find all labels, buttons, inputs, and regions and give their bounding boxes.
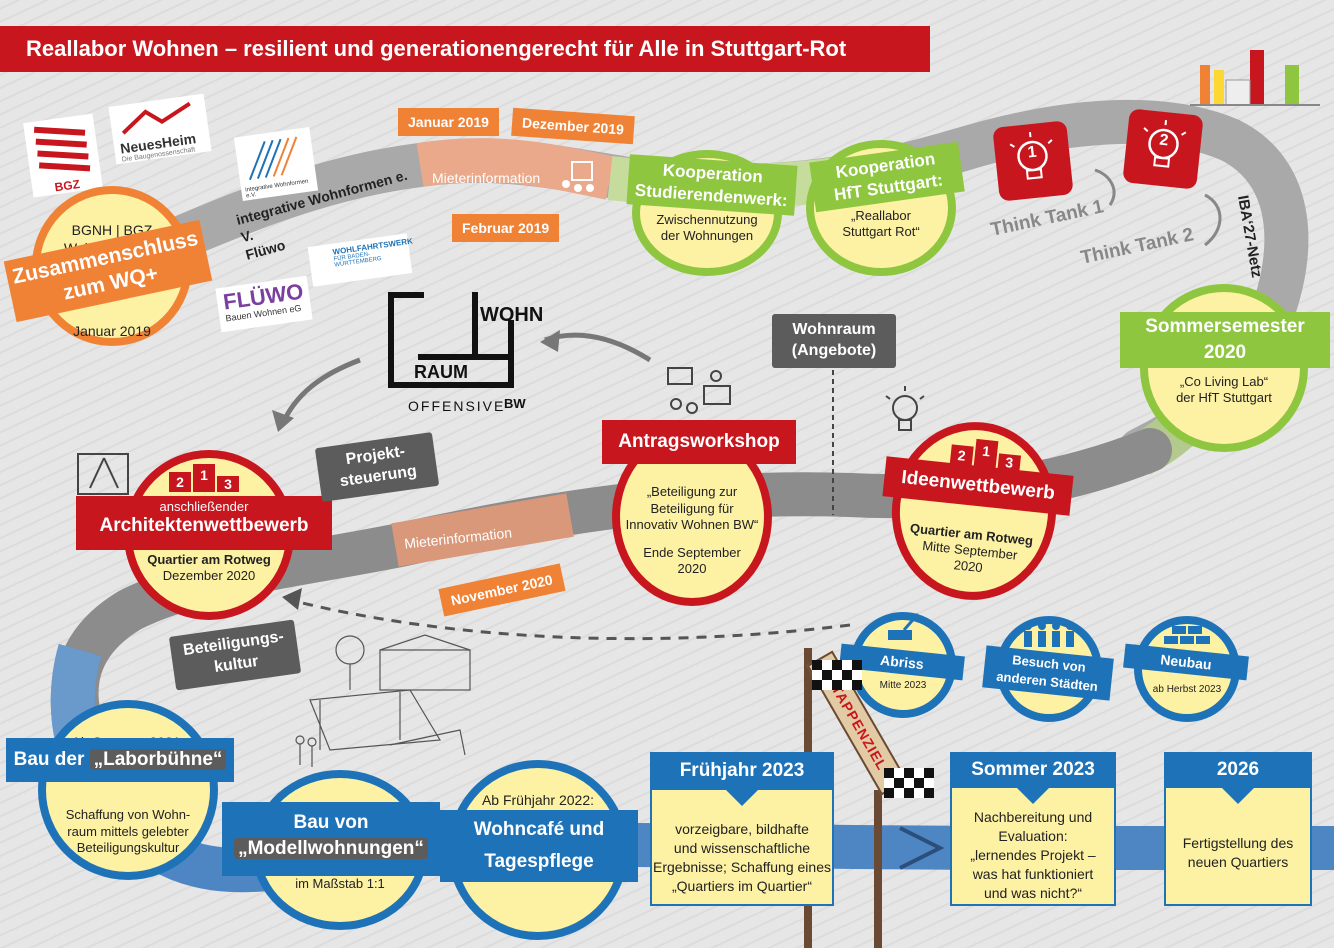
labor-banner-b: „Laborbühne“: [89, 749, 227, 770]
antrag-l2: Beteiligung für: [650, 500, 734, 516]
finish-post-right: [874, 790, 882, 948]
modell-banner-b: „Modellwohnungen“: [234, 838, 428, 859]
fruehjahr-l1: vorzeigbare, bildhafte: [675, 821, 809, 837]
neuesheim-logo: NeuesHeim Die Baugenossenschaft: [108, 93, 212, 165]
checkered-flag-2-icon: [884, 768, 934, 798]
ideen-l3: 2020: [953, 557, 984, 576]
sommer2023-l2: Evaluation:: [998, 827, 1068, 844]
fruehjahr-2023-card: vorzeigbare, bildhafte und wissenschaftl…: [650, 786, 834, 906]
wohncafe-banner-a: Wohncafé und: [473, 819, 605, 840]
wohncafe-banner: Wohncafé und Tagespflege: [440, 810, 638, 882]
sommer2020-text-b: der HfT Stuttgart: [1176, 389, 1272, 405]
idea-lightbulb-icon: [885, 386, 925, 431]
koop2-text-b: Stuttgart Rot“: [842, 223, 920, 239]
bgz-logo: BGZ: [23, 113, 103, 198]
y2026-head: 2026: [1164, 752, 1312, 788]
roof-icon: [121, 101, 191, 135]
labor-l1: Schaffung von Wohn-: [65, 807, 191, 823]
fruehjahr-2023-head: Frühjahr 2023: [650, 752, 834, 790]
fruehjahr-pointer: [726, 790, 758, 806]
antrag-l5: 2020: [677, 561, 707, 577]
modellwohnungen-banner: Bau von „Modellwohnungen“: [222, 802, 440, 876]
sommer-pointer: [1017, 788, 1049, 804]
lightbulb-1-icon: [1009, 132, 1053, 180]
presentation-icon: [562, 161, 594, 192]
laborbuehne-sketch: [295, 634, 471, 767]
fruehjahr-l2: und wissenschaftliche: [673, 839, 811, 856]
checkered-flag-icon: [812, 660, 862, 690]
start-date: Januar 2019: [73, 323, 151, 339]
architekt-l1: Quartier am Rotweg: [147, 551, 271, 567]
sommer-2023-card: Nachbereitung und Evaluation: „lernendes…: [950, 786, 1116, 906]
sommer2023-l5: und was nicht?“: [983, 884, 1083, 901]
lightbulb-2-icon: [1143, 120, 1187, 168]
ideen-podium-1: 1: [973, 438, 999, 470]
sommer2023-l3: „lernendes Projekt –: [970, 846, 1096, 863]
koop1-text-b: der Wohnungen: [660, 227, 754, 243]
koop1-text-a: Zwischennutzung: [656, 211, 758, 227]
sommer2020-banner-b: 2020: [1203, 342, 1247, 363]
antrag-l1: „Beteiligung zur: [646, 484, 738, 500]
modell-l1: im Maßstab 1:1: [295, 875, 385, 891]
workshop-icon: [667, 367, 731, 414]
fruehjahr-l4: „Quartiers im Quartier“: [671, 877, 813, 894]
mieterinfo1-label: Mieterinformation: [432, 170, 541, 186]
y2026-l1: Fertigstellung des: [1182, 835, 1294, 851]
y2026-card: Fertigstellung des neuen Quartiers: [1164, 786, 1312, 906]
architektenwettbewerb-banner: anschließender Architektenwettbewerb: [76, 496, 332, 550]
sommer2020-banner-a: Sommersemester: [1145, 316, 1305, 337]
wohnraum-text-offensive: OFFENSIVE: [408, 398, 506, 414]
sommer2023-l4: was hat funktioniert: [972, 865, 1094, 882]
architekt-podium-1: 1: [193, 464, 215, 492]
wohnraum-text-bw: BW: [504, 396, 526, 411]
integrative-logo: integrative Wohnformen e.V.: [233, 127, 319, 201]
labor-l2: raum mittels gelebter: [67, 823, 189, 839]
antrag-l4: Ende September: [643, 545, 741, 561]
y2026-l2: neuen Quartiers: [1187, 853, 1289, 870]
tag-februar-2019: Februar 2019: [452, 214, 560, 242]
wohnraum-angebote-tag: Wohnraum (Angebote): [772, 314, 896, 368]
page-title: Reallabor Wohnen – resilient und generat…: [0, 26, 930, 72]
laborbuehne-banner: Bau der „Laborbühne“: [6, 738, 234, 782]
wohnraum-angebote-b: (Angebote): [791, 341, 877, 359]
neubau-date: ab Herbst 2023: [1152, 683, 1222, 695]
wohnraum-text-raum: RAUM: [414, 362, 468, 382]
wohnraum-offensive-logo: WOHN RAUM OFFENSIVE BW: [388, 292, 543, 422]
modell-banner-a: Bau von: [293, 812, 369, 833]
architekt-l2: Dezember 2020: [162, 567, 256, 583]
y2026-pointer: [1222, 788, 1254, 804]
integrative-lines-icon: [249, 136, 298, 181]
excavator-icon: [888, 613, 920, 640]
sommer2023-l1: Nachbereitung und: [973, 809, 1093, 825]
architekt-podium-3: 3: [217, 476, 239, 492]
architekt-title: Architektenwettbewerb: [99, 515, 309, 536]
wohnraum-text-wohn: WOHN: [480, 304, 544, 326]
think-tank-1-icon: 1: [992, 120, 1074, 202]
bricks-icon: [1164, 626, 1210, 644]
antragsworkshop-banner: Antragsworkshop: [602, 420, 796, 464]
sommer2020-text-a: „Co Living Lab“: [1179, 373, 1269, 389]
abriss-date: Mitte 2023: [879, 679, 927, 691]
labor-banner-a: Bau der: [13, 749, 85, 770]
wohnraum-angebote-a: Wohnraum: [792, 321, 876, 338]
drafting-icon: [77, 453, 129, 495]
koop2-text-a: „Reallabor: [851, 207, 911, 223]
antrag-l3: Innovativ Wohnen BW“: [625, 516, 759, 532]
fruehjahr-l3: Ergebnisse; Schaffung eines: [653, 858, 831, 875]
wohncafe-date: Ab Frühjahr 2022:: [481, 792, 595, 808]
sommersemester-banner: Sommersemester 2020: [1120, 312, 1330, 368]
wohncafe-banner-b: Tagespflege: [484, 851, 594, 872]
sommer-2023-head: Sommer 2023: [950, 752, 1116, 788]
people-icon: [1024, 622, 1074, 647]
factory-icon: [1190, 50, 1320, 106]
labor-l3: Beteiligungskultur: [76, 839, 180, 855]
architekt-podium-2: 2: [169, 472, 191, 492]
sommersemester-circle: „Co Living Lab“ der HfT Stuttgart: [1140, 284, 1308, 452]
think-tank-2-icon: 2: [1122, 108, 1204, 190]
architekt-pre: anschließender: [159, 499, 249, 514]
tag-januar-2019: Januar 2019: [398, 108, 499, 136]
bgz-mark-icon: [33, 126, 91, 172]
